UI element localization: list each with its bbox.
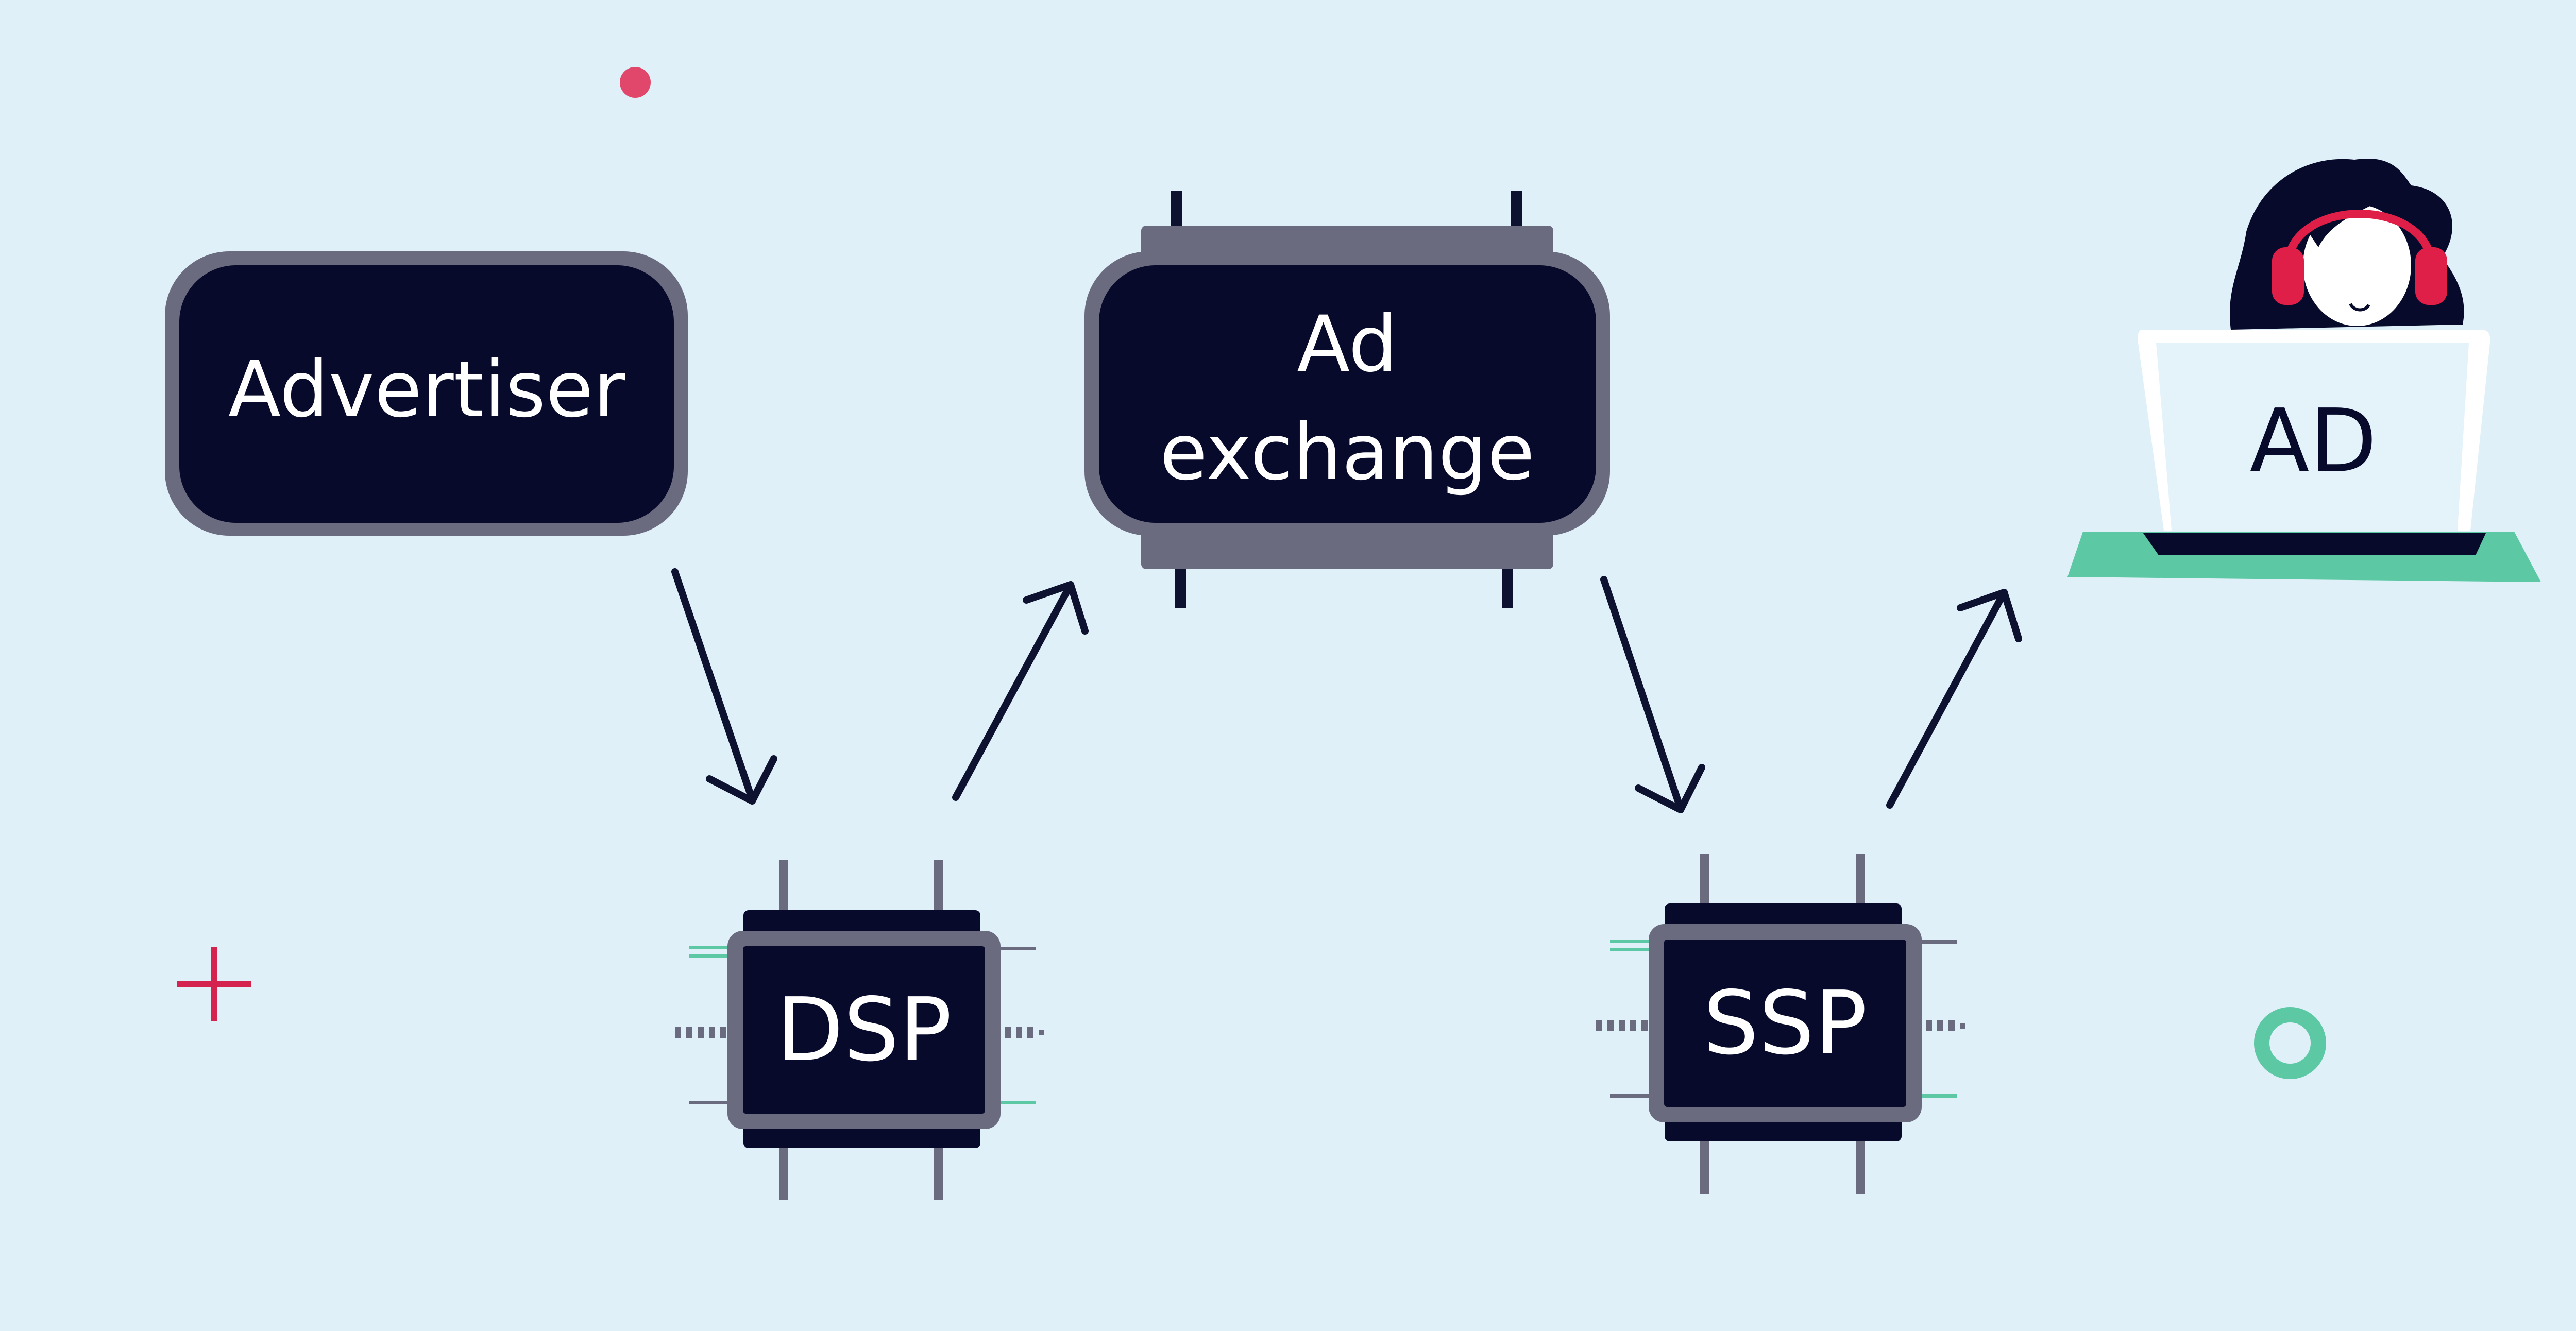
advertiser-label: Advertiser — [228, 345, 625, 435]
ad-exchange-node: Ad exchange — [1084, 191, 1610, 608]
headphones-icon — [2272, 210, 2447, 305]
laptop-icon: AD — [2067, 330, 2541, 582]
ad-exchange-label-line1: Ad — [1297, 300, 1397, 389]
ad-exchange-label-line2: exchange — [1160, 408, 1535, 498]
plus-icon — [177, 947, 251, 1021]
ssp-chip-icon: SSP — [1596, 854, 1965, 1194]
dsp-chip-icon: DSP — [675, 860, 1044, 1200]
arrow-advertiser-to-dsp-icon — [671, 568, 777, 805]
laptop-screen-label: AD — [2249, 390, 2377, 492]
advertiser-node: Advertiser — [165, 251, 688, 536]
arrow-exchange-to-ssp-icon — [1600, 576, 1705, 813]
arrow-ssp-to-viewer-icon — [1886, 589, 2022, 809]
ssp-label: SSP — [1703, 972, 1867, 1074]
arrow-dsp-to-exchange-icon — [952, 581, 1089, 801]
dsp-label: DSP — [776, 979, 952, 1081]
red-dot-icon — [620, 67, 651, 98]
green-ring-icon — [2254, 1007, 2326, 1079]
